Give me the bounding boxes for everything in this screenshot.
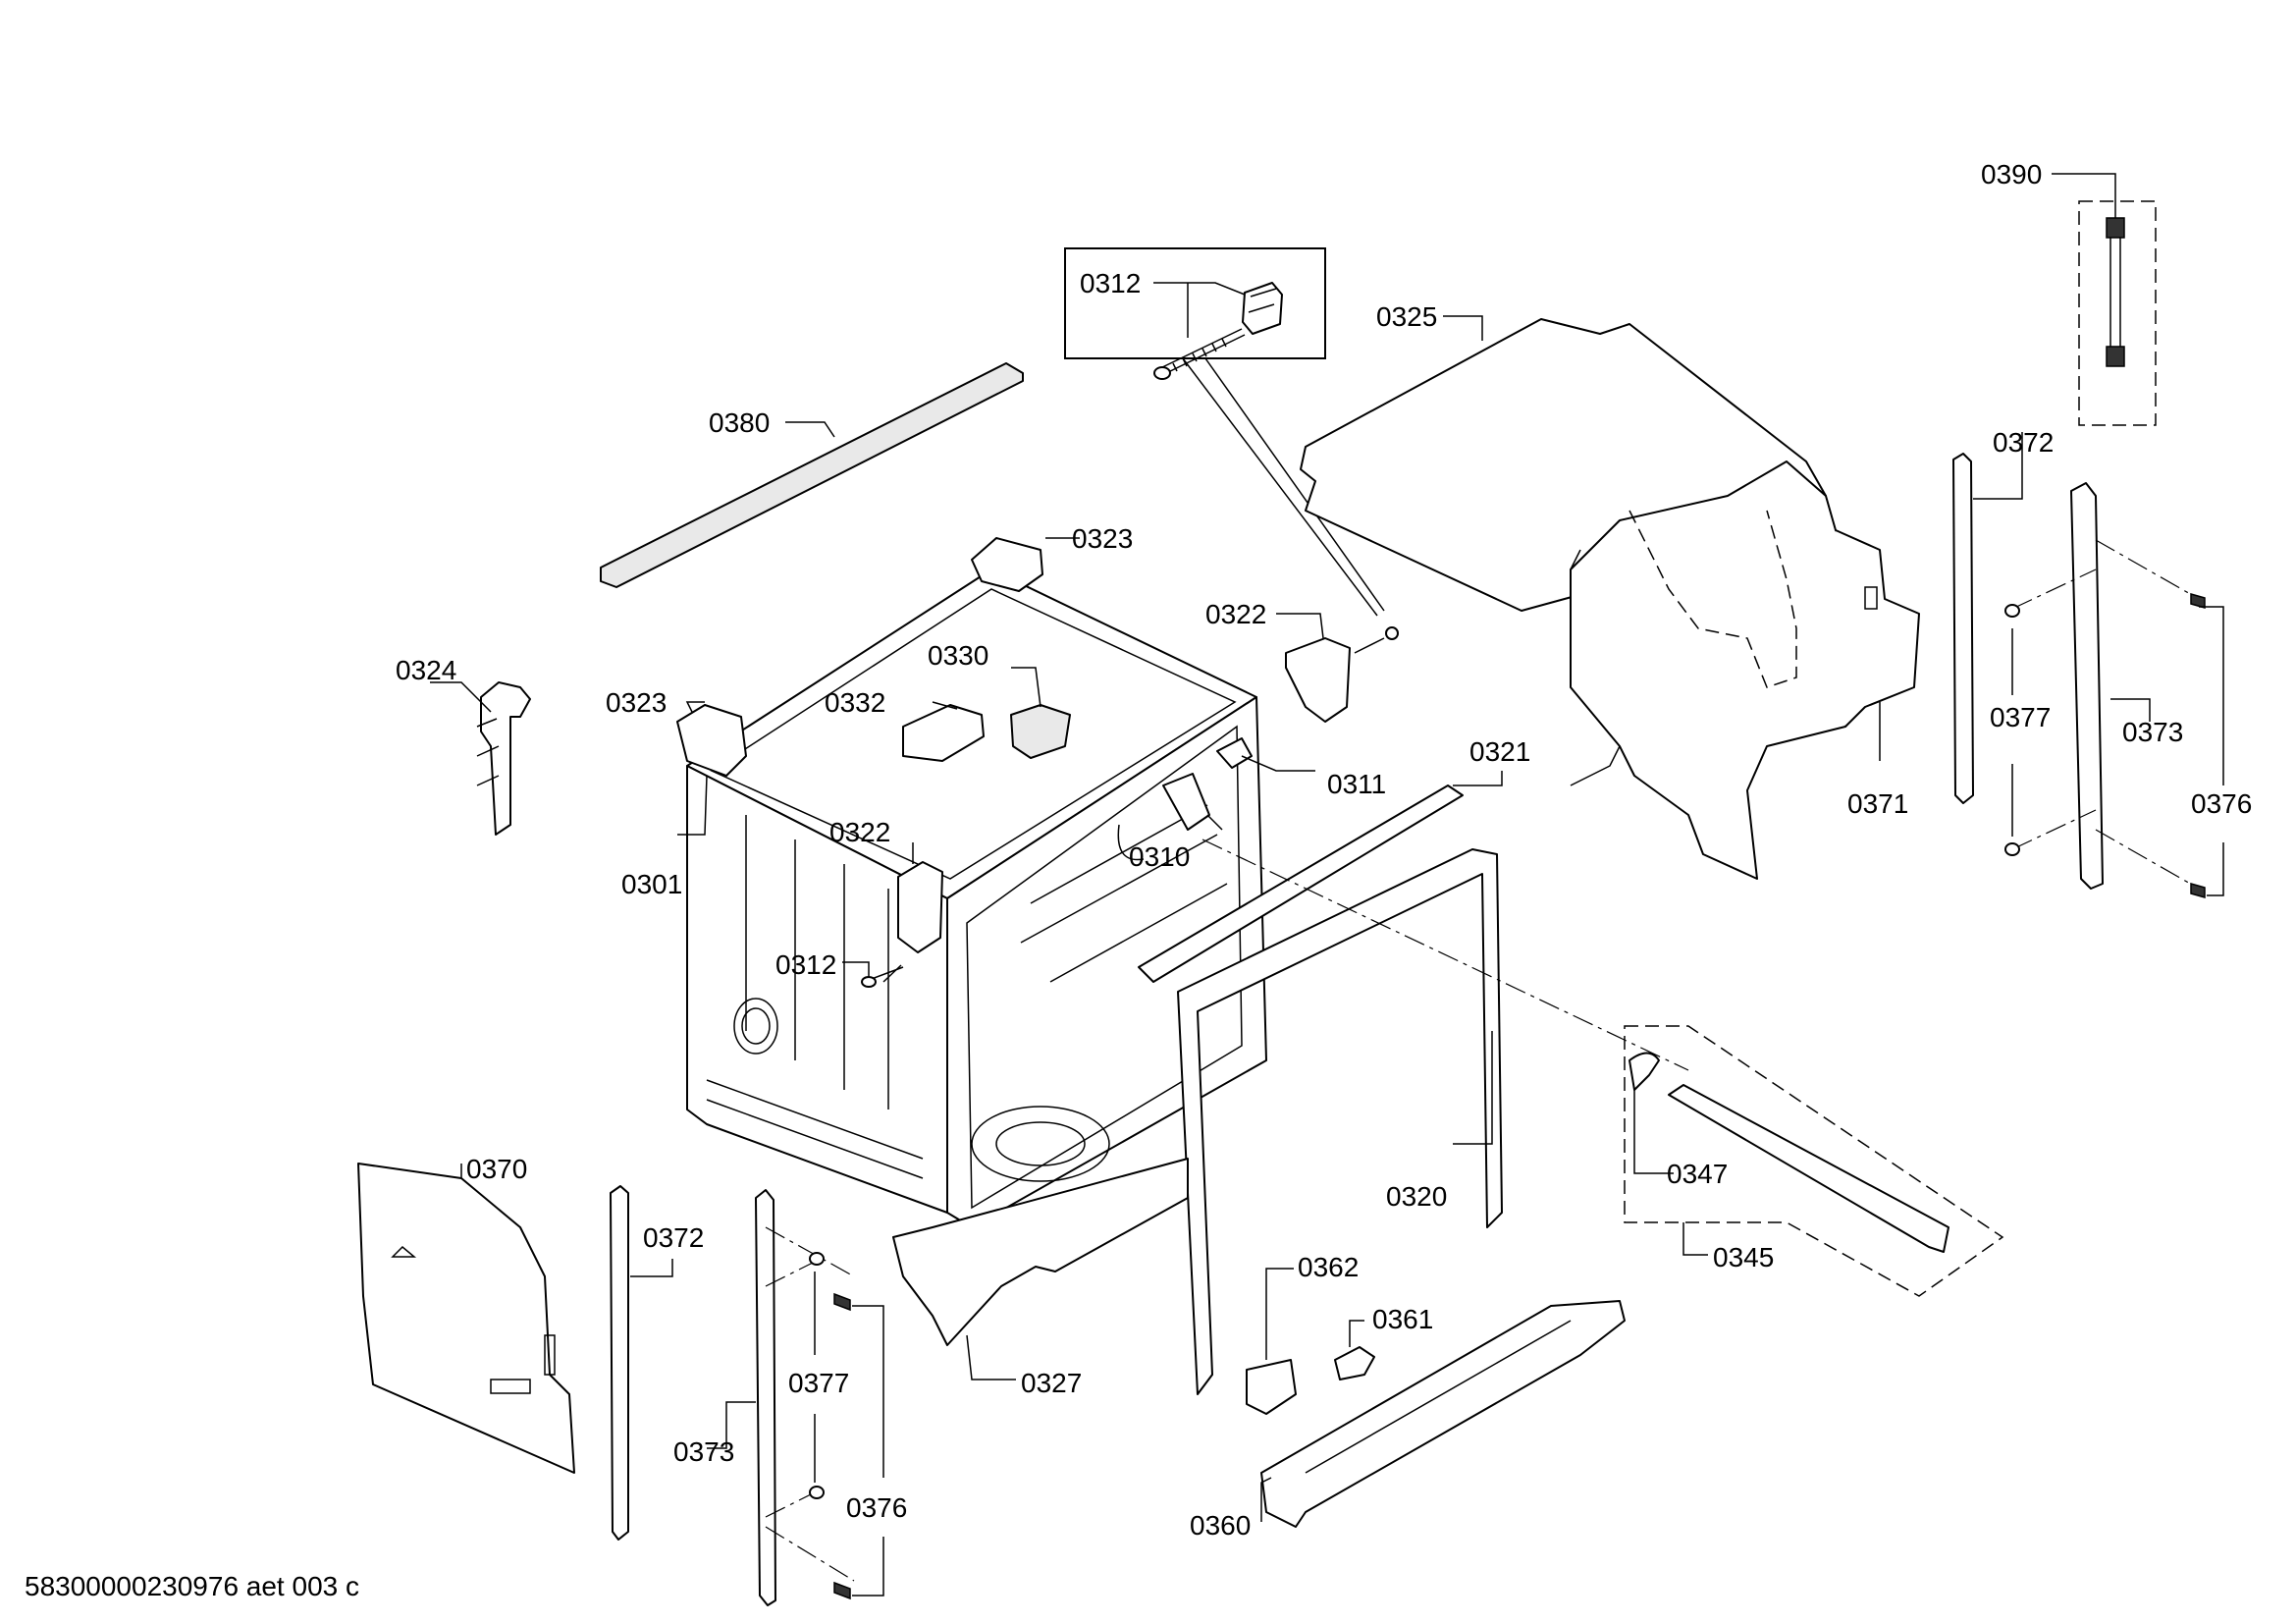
part-0361-sensor: [1334, 1320, 1375, 1380]
label-0301: 0301: [621, 869, 682, 899]
part-0380-top-panel: [600, 362, 1024, 588]
part-0345-rail: [1624, 1025, 2004, 1297]
label-0377-left: 0377: [788, 1368, 849, 1398]
label-0347: 0347: [1667, 1159, 1728, 1189]
label-0311: 0311: [1327, 769, 1386, 799]
label-0320: 0320: [1386, 1181, 1447, 1212]
label-0371: 0371: [1847, 788, 1908, 819]
label-0324: 0324: [396, 655, 456, 685]
part-0322-0311-0310-brackets: [1117, 613, 1399, 861]
label-0312-detail: 0312: [1080, 268, 1141, 298]
part-0370-side-panel: [357, 1163, 575, 1474]
label-0332: 0332: [825, 687, 885, 718]
part-0312-screw-mid: [842, 961, 904, 988]
label-0377-right: 0377: [1990, 702, 2051, 732]
part-0321-door-seal-top: [1138, 771, 1503, 983]
label-0372-left: 0372: [643, 1222, 704, 1253]
part-labels: 0390 0312 0325 0380 0372 0323 0322 0330 …: [396, 159, 2252, 1541]
label-0323-left: 0323: [606, 687, 667, 718]
label-0322-mid: 0322: [829, 817, 890, 847]
part-0324-hinge: [430, 681, 531, 836]
label-0390: 0390: [1981, 159, 2042, 189]
label-0345: 0345: [1713, 1242, 1774, 1272]
part-0390-cable: [2052, 173, 2157, 426]
label-0370: 0370: [466, 1154, 527, 1184]
part-0325-insulation: [1300, 315, 1920, 880]
label-0380: 0380: [709, 407, 770, 438]
part-0360-base: [1260, 1300, 1626, 1528]
part-0327-bottom-trim: [892, 1158, 1189, 1380]
alignment-line: [1201, 839, 1689, 1071]
label-0362: 0362: [1298, 1252, 1359, 1282]
label-0310: 0310: [1129, 841, 1190, 872]
label-0312-mid: 0312: [775, 949, 836, 980]
parts-right-side-trims: [1879, 432, 2224, 898]
label-0323-top: 0323: [1072, 523, 1133, 554]
part-0362-pump: [1246, 1268, 1297, 1415]
label-0360: 0360: [1190, 1510, 1251, 1541]
label-0321: 0321: [1469, 736, 1530, 767]
label-0376-left: 0376: [846, 1492, 907, 1523]
label-0330: 0330: [928, 640, 988, 671]
detail-box-screw-0312: [1064, 247, 1385, 617]
label-0361: 0361: [1372, 1304, 1433, 1334]
label-0327: 0327: [1021, 1368, 1082, 1398]
label-0322-top: 0322: [1205, 599, 1266, 629]
label-0373-left: 0373: [673, 1436, 734, 1467]
label-0376-right: 0376: [2191, 788, 2252, 819]
part-0320-door-seal: [1177, 848, 1503, 1395]
parts-left-side-trims: [610, 1185, 884, 1606]
label-0373-right: 0373: [2122, 717, 2183, 747]
part-0330-0332-mechanisms: [902, 667, 1071, 762]
document-code: 58300000230976 aet 003 c: [25, 1571, 359, 1601]
label-0372-right: 0372: [1993, 427, 2054, 458]
label-0325: 0325: [1376, 301, 1437, 332]
